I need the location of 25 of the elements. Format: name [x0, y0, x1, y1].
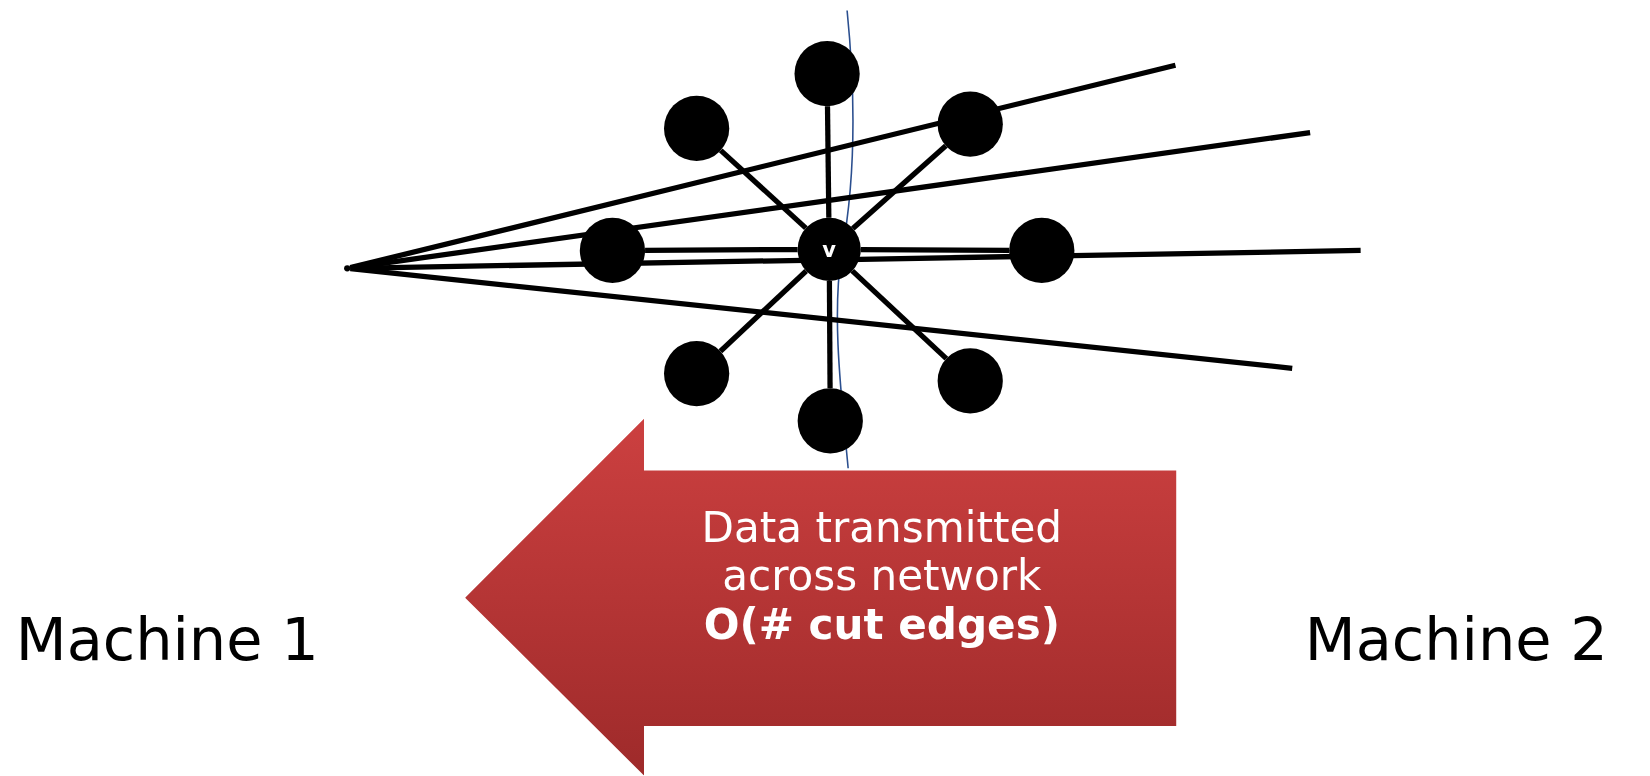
edge-line [850, 269, 949, 361]
edge-line [860, 246, 1010, 253]
edge-line [826, 280, 833, 389]
vertex-circle [797, 217, 861, 281]
junction-point [344, 265, 351, 272]
vertex-circle [1009, 217, 1075, 284]
arrow-formula: O(# cut edges) [703, 599, 1060, 649]
vertex-circle [937, 91, 1003, 157]
arrow-text: Data transmitted across network [700, 503, 1064, 600]
vertex-circle [579, 217, 646, 284]
vertex-circle [664, 340, 730, 407]
edge-line [824, 106, 832, 218]
edge-line [851, 143, 948, 231]
edge-line [718, 269, 808, 354]
edge-line [350, 266, 1293, 371]
edge-line [718, 148, 808, 231]
machine-label: Machine 2 [1304, 605, 1608, 674]
vertex-circle [794, 41, 860, 107]
vertex-circle [797, 388, 863, 454]
vertex-circle [664, 95, 730, 161]
callout-arrow [465, 418, 1177, 776]
machine-label: Machine 1 [15, 605, 319, 674]
vertex-circle [937, 348, 1003, 414]
edge-line [645, 246, 798, 253]
vertex-label: v [822, 236, 837, 262]
